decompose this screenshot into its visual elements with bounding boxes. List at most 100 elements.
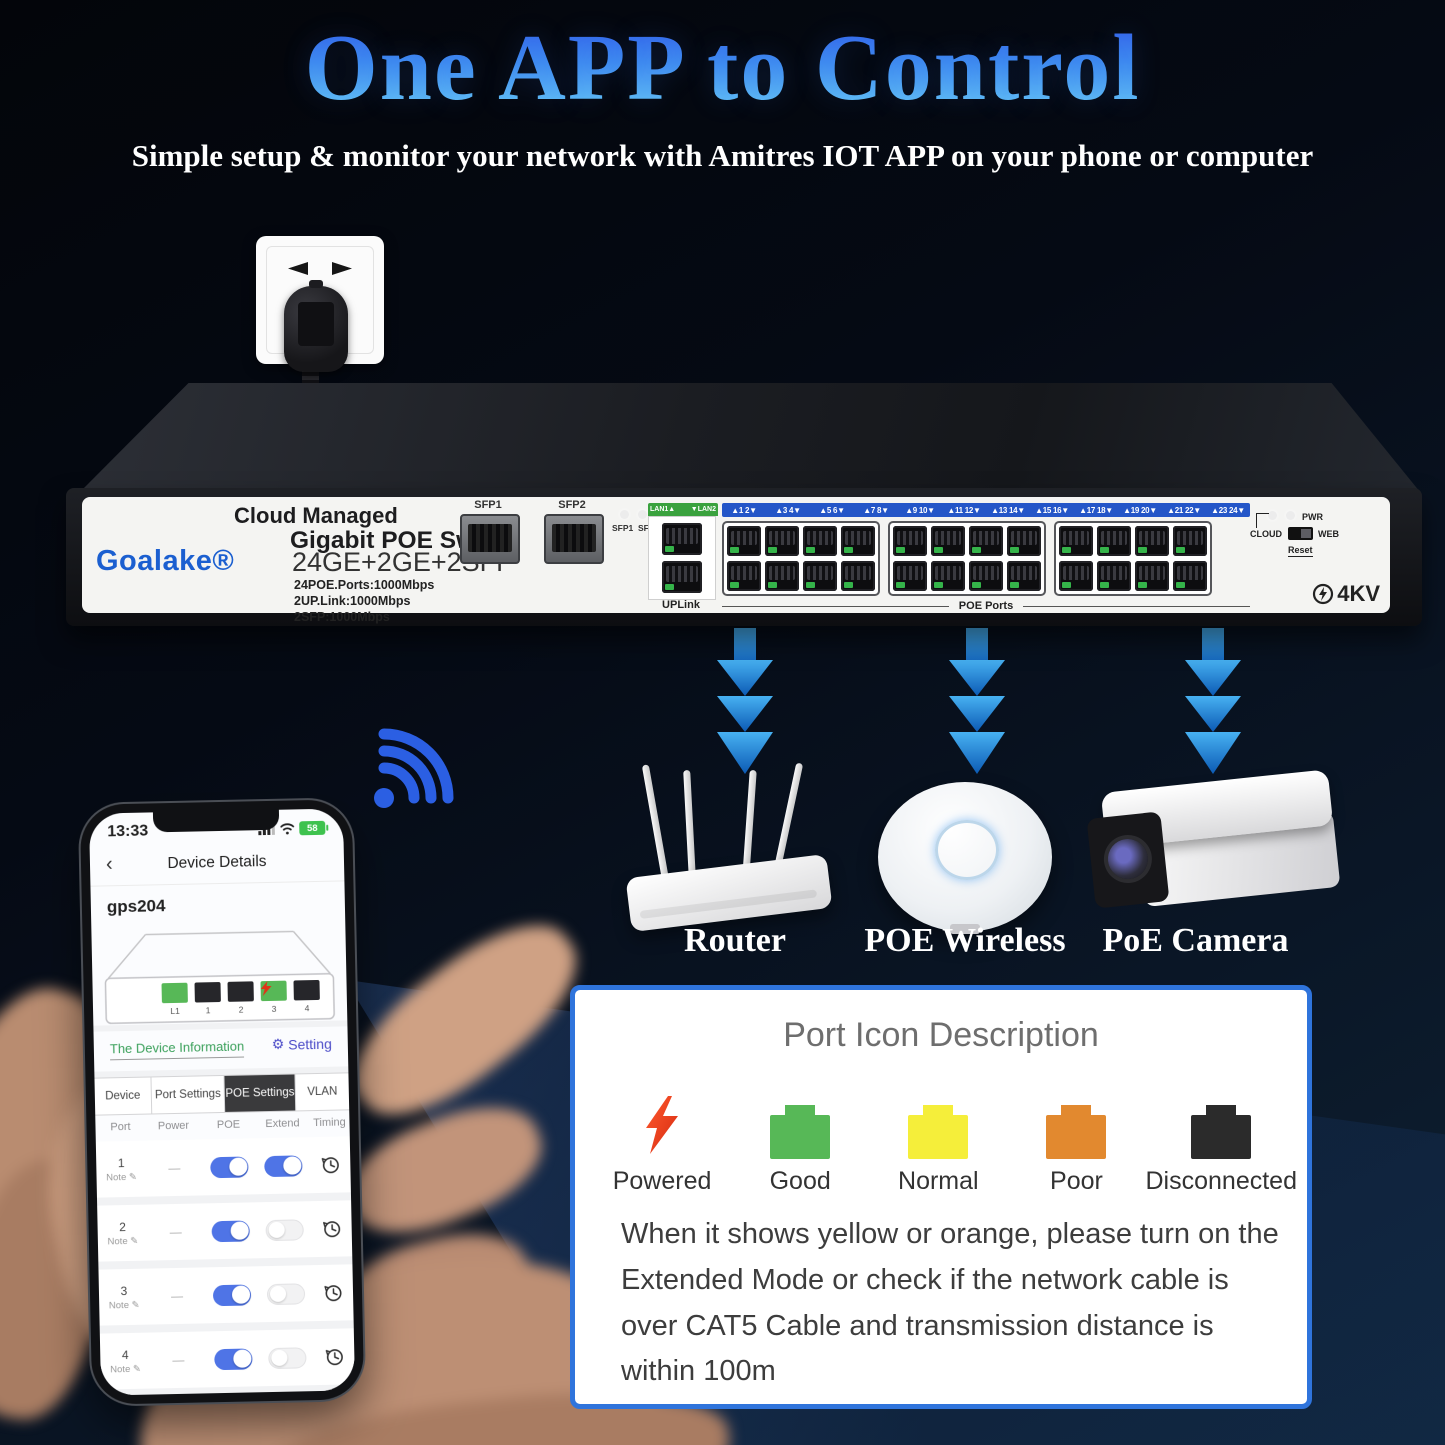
cloud-led-bracket bbox=[1256, 513, 1269, 528]
pwr-label: PWR bbox=[1302, 512, 1323, 522]
uplink-rj45-port[interactable] bbox=[662, 561, 702, 593]
poe-toggle[interactable] bbox=[214, 1347, 253, 1370]
poe-rj45-port[interactable] bbox=[893, 561, 927, 591]
tab-poe-settings[interactable]: POE Settings bbox=[224, 1074, 297, 1112]
poe-rj45-port[interactable] bbox=[841, 526, 875, 556]
uplink-port-block bbox=[648, 516, 716, 600]
poe-wireless-label: POE Wireless bbox=[864, 922, 1066, 959]
poe-rj45-port[interactable] bbox=[1059, 526, 1093, 556]
gear-icon: ⚙ bbox=[271, 1036, 285, 1053]
tab-device[interactable]: Device bbox=[94, 1077, 153, 1115]
timing-clock-icon[interactable] bbox=[321, 1219, 341, 1239]
down-arrow-camera bbox=[1185, 628, 1241, 774]
diagram-port-box-disconnected bbox=[227, 981, 254, 1002]
tab-port-settings[interactable]: Port Settings bbox=[151, 1075, 226, 1114]
poe-rj45-port[interactable] bbox=[765, 561, 799, 591]
poe-pair-label: ▲23 24▼ bbox=[1211, 505, 1245, 515]
power-value: — bbox=[170, 1288, 184, 1304]
nav-title: Device Details bbox=[167, 853, 267, 873]
poe-rj45-port[interactable] bbox=[727, 561, 761, 591]
legend-item-disconnected: Disconnected bbox=[1146, 1086, 1297, 1196]
extend-toggle-cell bbox=[259, 1282, 313, 1305]
poe-port-group bbox=[722, 521, 880, 596]
cloud-web-switch[interactable] bbox=[1288, 527, 1313, 540]
poe-pair-label: ▲3 4▼ bbox=[775, 505, 801, 515]
port-note-link[interactable]: Note ✎ bbox=[107, 1235, 139, 1247]
poe-rj45-port[interactable] bbox=[931, 561, 965, 591]
poe-ports-caption: POE Ports bbox=[722, 600, 1250, 612]
legend-label: Poor bbox=[1050, 1167, 1103, 1195]
diagram-port: L1 bbox=[161, 982, 188, 1017]
timing-clock-icon[interactable] bbox=[323, 1283, 343, 1303]
poe-rj45-port[interactable] bbox=[803, 561, 837, 591]
legend-item-poor: Poor bbox=[1007, 1086, 1145, 1196]
switch-controls: PWR CLOUD WEB Reset 4KV bbox=[1250, 503, 1386, 607]
poe-pair-label: ▲11 12▼ bbox=[947, 505, 981, 515]
column-header-port: Port bbox=[110, 1120, 131, 1134]
diagram-port: 3 bbox=[260, 980, 287, 1015]
extend-toggle[interactable] bbox=[266, 1282, 306, 1305]
poe-rj45-port[interactable] bbox=[969, 526, 1003, 556]
poe-rj45-port[interactable] bbox=[1135, 561, 1169, 591]
poe-rj45-port[interactable] bbox=[969, 561, 1003, 591]
port-poor-icon bbox=[1046, 1105, 1107, 1159]
poe-toggle[interactable] bbox=[211, 1219, 250, 1242]
page-subtitle: Simple setup & monitor your network with… bbox=[131, 138, 1314, 173]
poe-rj45-port[interactable] bbox=[931, 526, 965, 556]
battery-indicator: 58 bbox=[299, 820, 326, 836]
timing-clock-icon[interactable] bbox=[324, 1346, 344, 1366]
poe-rj45-port[interactable] bbox=[1059, 561, 1093, 591]
timing-clock-icon[interactable] bbox=[320, 1155, 340, 1175]
signal-icon bbox=[258, 822, 275, 836]
switch-spec-1: 24POE.Ports:1000Mbps bbox=[294, 578, 435, 592]
poe-rj45-port[interactable] bbox=[1173, 526, 1207, 556]
poe-port-groups bbox=[722, 521, 1250, 596]
poe-rj45-port[interactable] bbox=[841, 561, 875, 591]
tab-vlan[interactable]: VLAN bbox=[295, 1073, 350, 1111]
poe-rj45-port[interactable] bbox=[765, 526, 799, 556]
poe-rj45-port[interactable] bbox=[727, 526, 761, 556]
extend-toggle-cell bbox=[256, 1154, 310, 1177]
poe-rj45-port[interactable] bbox=[1135, 526, 1169, 556]
poe-rj45-port[interactable] bbox=[1007, 526, 1041, 556]
poe-port-column bbox=[1134, 525, 1170, 592]
extend-toggle[interactable] bbox=[268, 1346, 307, 1369]
port-good-icon bbox=[770, 1105, 831, 1159]
sfp1-port[interactable] bbox=[460, 514, 520, 564]
poe-toggle[interactable] bbox=[210, 1155, 249, 1178]
extend-toggle[interactable] bbox=[265, 1218, 304, 1241]
reset-button[interactable]: Reset bbox=[1288, 545, 1313, 557]
poe-rj45-port[interactable] bbox=[1007, 561, 1041, 591]
powered-lightning-icon bbox=[642, 1096, 682, 1159]
poe-rj45-port[interactable] bbox=[893, 526, 927, 556]
port-note-link[interactable]: Note ✎ bbox=[108, 1299, 140, 1311]
poe-port-column bbox=[726, 525, 762, 592]
poe-rj45-port[interactable] bbox=[803, 526, 837, 556]
setting-button[interactable]: ⚙ Setting bbox=[271, 1036, 331, 1053]
poe-pair-label: ▲21 22▼ bbox=[1167, 505, 1201, 515]
timing-cell bbox=[313, 1282, 353, 1303]
port-note-link[interactable]: Note ✎ bbox=[110, 1363, 142, 1375]
device-information-link[interactable]: The Device Information bbox=[109, 1038, 245, 1061]
poe-toggle[interactable] bbox=[212, 1283, 252, 1306]
brand-logo: Goalake® bbox=[96, 545, 235, 577]
poe-rj45-port[interactable] bbox=[1097, 561, 1131, 591]
power-value: — bbox=[172, 1352, 185, 1368]
power-plug bbox=[284, 280, 348, 372]
sfp2-port[interactable] bbox=[544, 514, 604, 564]
poe-rj45-port[interactable] bbox=[1097, 526, 1131, 556]
port-note-link[interactable]: Note ✎ bbox=[106, 1171, 137, 1183]
extend-toggle[interactable] bbox=[264, 1154, 303, 1177]
uplink-rj45-port[interactable] bbox=[662, 523, 702, 555]
poe-rj45-port[interactable] bbox=[1173, 561, 1207, 591]
port-number: 1 bbox=[117, 1155, 125, 1170]
poe-port-column bbox=[892, 525, 928, 592]
legend-label: Normal bbox=[898, 1167, 979, 1195]
wifi-icon bbox=[374, 728, 454, 808]
